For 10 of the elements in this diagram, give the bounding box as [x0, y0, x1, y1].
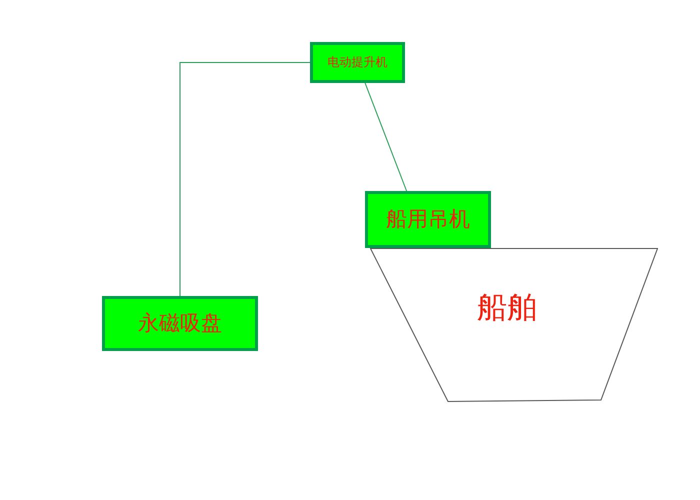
process-box — [310, 42, 405, 83]
node-label: 船用吊机 — [386, 208, 470, 232]
ship-outline — [370, 248, 658, 403]
node-label: 电动提升机 — [328, 56, 388, 70]
connector-line — [364, 82, 408, 192]
process-box — [365, 191, 491, 248]
process-box — [102, 296, 258, 351]
node-label: 船舶 — [477, 292, 537, 324]
node-label: 永磁吸盘 — [138, 312, 222, 336]
connector-line — [180, 62, 310, 296]
